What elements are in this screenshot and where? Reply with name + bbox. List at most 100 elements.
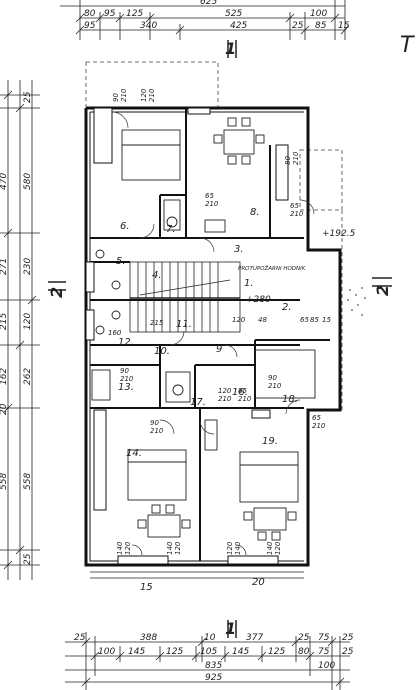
room-1: 1. (244, 278, 254, 289)
room-2: 2. (282, 302, 292, 313)
window-mark-8: 120 (274, 541, 282, 555)
room-15: 15 (140, 582, 153, 593)
dim-bot-25d: 25 (342, 647, 354, 657)
dim-bot-835: 835 (205, 661, 222, 671)
dim-bot-105: 105 (200, 647, 217, 657)
dim-bot-125b: 125 (268, 647, 285, 657)
left-dimension-chain (0, 80, 40, 580)
dim-top-625: 625 (200, 0, 217, 7)
dim-bot-80: 80 (298, 647, 310, 657)
door-mark-12: 210 (120, 375, 134, 383)
balcony-rail (90, 571, 304, 579)
stair-mark-7: 15 (322, 316, 331, 324)
door-mark-8: 210 (205, 200, 219, 208)
room-14: 14. (126, 448, 142, 459)
dim-left-20: 20 (0, 403, 9, 415)
door-mark-10: 210 (290, 210, 304, 218)
dim-bot-25b: 25 (298, 633, 310, 643)
dining-table-14 (147, 514, 181, 538)
terrace-outline-dashed (299, 149, 343, 211)
dim-top-25: 25 (292, 21, 304, 31)
dim-bot-25c: 25 (342, 633, 354, 643)
level-main: +280 (246, 295, 271, 305)
window-mark-3: 140 (166, 541, 174, 555)
furniture (91, 117, 316, 541)
fire-corridor-label: PROTUPOŽARNI HODNIK (238, 264, 306, 272)
door-mark-21: 85 (238, 387, 247, 395)
dim-left-25b: 25 (23, 553, 33, 565)
annotations: PROTUPOŽARNI HODNIK +280 +192.5 90 210 1… (108, 88, 356, 555)
room-5: 5. (116, 256, 126, 267)
room-20: 20 (252, 577, 265, 588)
window-mark-4: 120 (174, 541, 182, 555)
dim-left-120: 120 (23, 313, 33, 330)
dim-left-25: 25 (23, 91, 33, 103)
section-marker-right: 2 (372, 277, 392, 296)
room-18: 18. (282, 394, 298, 405)
dim-top-95b: 95 (84, 21, 96, 31)
door-mark-7: 65 (205, 192, 214, 200)
room-16: 16. (232, 387, 248, 398)
dim-top-340: 340 (140, 21, 157, 31)
door-mark-11: 90 (120, 367, 129, 375)
stair-mark-3: 48 (258, 316, 267, 324)
door-swings (111, 111, 315, 556)
stair-mark-1: 160 (108, 329, 122, 337)
bottom-dimension-labels: 25 388 10 377 25 75 25 100 145 125 105 1… (74, 633, 354, 683)
section-label-bottom: 1 (225, 619, 236, 638)
section-label-left: 2 (47, 287, 66, 298)
bed-14 (127, 449, 187, 501)
section-marker-bottom: 1 (225, 619, 237, 638)
dim-bot-25a: 25 (74, 633, 86, 643)
level-right: +192.5 (322, 229, 356, 239)
room-13: 13. (118, 382, 134, 393)
door-mark-16: 210 (218, 395, 232, 403)
bed-19 (239, 451, 299, 503)
room-6: 6. (120, 221, 130, 232)
room-3: 3. (234, 244, 244, 255)
dim-top-100: 100 (310, 9, 327, 19)
dim-bot-925: 925 (205, 673, 222, 683)
landing-dots (347, 287, 366, 316)
top-dimension-chain (60, 0, 350, 40)
door-mark-4: 210 (148, 88, 156, 102)
bath-7 (163, 199, 181, 231)
door-mark-6: 210 (292, 151, 300, 165)
door-mark-1: 90 (112, 93, 120, 102)
dim-left-262: 262 (23, 368, 33, 385)
door-mark-19: 65 (312, 414, 321, 422)
dim-left-558a: 558 (0, 473, 9, 490)
dim-bot-75: 75 (318, 633, 330, 643)
door-mark-13: 90 (150, 419, 159, 427)
door-mark-22: 210 (238, 395, 252, 403)
dim-top-525: 525 (225, 9, 242, 19)
bed-6 (121, 129, 181, 181)
dim-left-271: 271 (0, 258, 9, 275)
dim-bot-145b: 145 (232, 647, 249, 657)
dim-top-425: 425 (230, 21, 247, 31)
top-dimension-labels: 625 80 95 125 525 100 95 340 425 25 85 1… (84, 0, 350, 31)
dim-top-80: 80 (84, 9, 96, 19)
windows (85, 107, 289, 565)
room-4: 4. (152, 270, 162, 281)
dim-left-162: 162 (0, 368, 9, 385)
dim-left-558b: 558 (23, 473, 33, 490)
door-mark-9: 65 (290, 202, 299, 210)
room-numbers: 1. 2. 3. 4. 5. 6. 7. 8. 9 10. 11. 12. 13… (116, 207, 298, 593)
section-label-top: 1 (225, 39, 236, 58)
dim-bot-10: 10 (204, 633, 216, 643)
bottom-dimension-chain (65, 632, 350, 690)
roof-outline-dashed (85, 61, 219, 108)
stair-mark-5: 85 (310, 316, 319, 324)
window-mark-1: 140 (116, 541, 124, 555)
dim-left-215: 215 (0, 313, 9, 330)
room-8: 8. (250, 207, 260, 218)
dim-left-470: 470 (0, 173, 9, 190)
dim-bot-388: 388 (140, 633, 157, 643)
section-marker-left: 2 (47, 281, 66, 298)
door-mark-17: 90 (268, 374, 277, 382)
window-mark-2: 120 (124, 541, 132, 555)
dim-top-15: 15 (338, 21, 350, 31)
dim-top-95: 95 (104, 9, 116, 19)
